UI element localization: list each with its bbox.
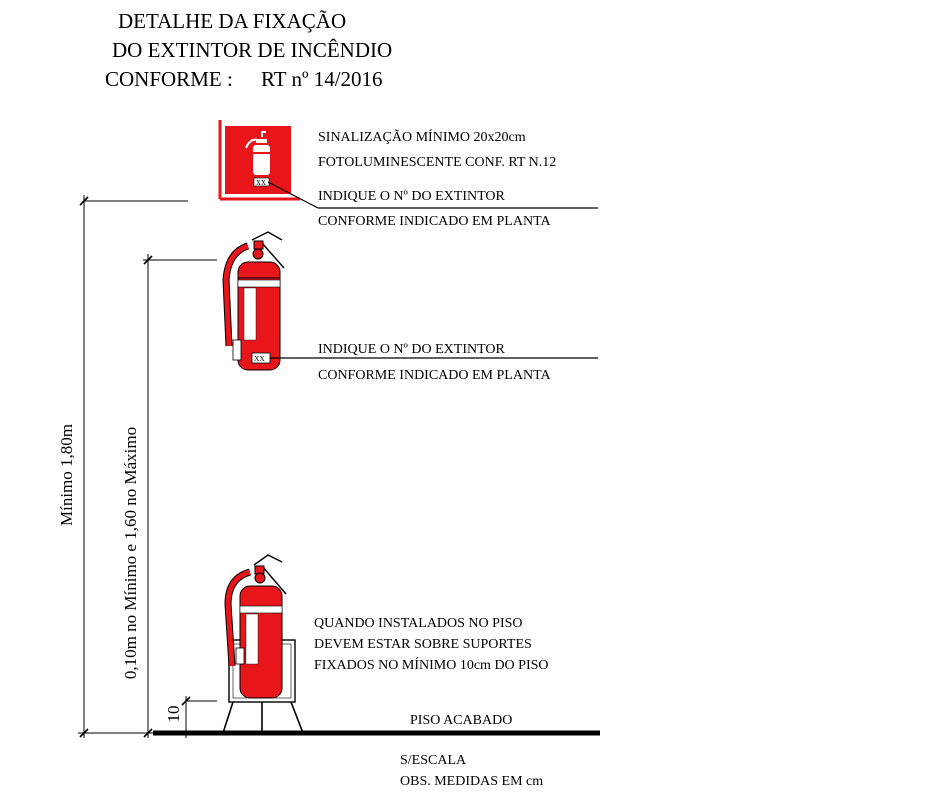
- floor-note-2: DEVEM ESTAR SOBRE SUPORTES: [314, 637, 532, 652]
- scale-note: S/ESCALA: [400, 753, 467, 768]
- sign-number-note-1: INDIQUE O Nº DO EXTINTOR: [318, 189, 505, 204]
- dimension-inner: [143, 254, 217, 738]
- floor-note-1: QUANDO INSTALADOS NO PISO: [314, 616, 523, 631]
- sign-tag-leader: [267, 181, 319, 209]
- wall-number-note-1: INDIQUE O Nº DO EXTINTOR: [318, 342, 505, 357]
- dimension-inner-label: 0,10m no Mínimo e 1,60 no Máximo: [121, 427, 140, 679]
- floor-label: PISO ACABADO: [410, 713, 512, 728]
- sign-note-1: SINALIZAÇÃO MÍNIMO 20x20cm: [318, 128, 526, 145]
- floor-note-3: FIXADOS NO MÍNIMO 10cm DO PISO: [314, 656, 549, 673]
- wall-number-note-2: CONFORME INDICADO EM PLANTA: [318, 368, 551, 383]
- dimension-support: [181, 696, 217, 738]
- wall-tag: XX: [254, 354, 265, 363]
- sign-tag: XX: [256, 179, 266, 187]
- sign-note-2: FOTOLUMINESCENTE CONF. RT N.12: [318, 155, 556, 170]
- fire-extinguisher-icon: [222, 554, 304, 734]
- fire-extinguisher-sign-icon: [218, 120, 300, 201]
- dimension-outer-label: Mínimo 1,80m: [57, 424, 76, 526]
- title-line-2: DO EXTINTOR DE INCÊNDIO: [112, 38, 392, 62]
- fire-extinguisher-icon: [222, 231, 285, 371]
- units-note: OBS. MEDIDAS EM cm: [400, 774, 543, 789]
- title-line-1: DETALHE DA FIXAÇÃO: [118, 9, 346, 33]
- title-line-3-ref: RT nº 14/2016: [261, 67, 383, 91]
- dimension-outer: [78, 195, 188, 738]
- title-line-3-prefix: CONFORME :: [105, 67, 233, 91]
- sign-number-note-2: CONFORME INDICADO EM PLANTA: [318, 214, 551, 229]
- dimension-support-label: 10: [164, 706, 183, 723]
